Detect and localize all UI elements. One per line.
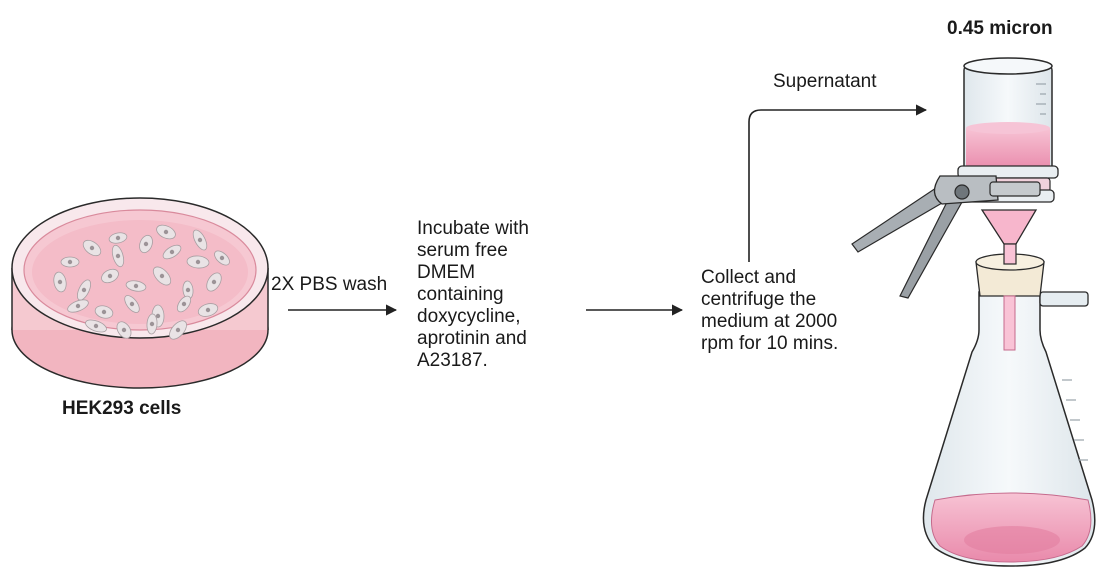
filter-flask-icon <box>922 253 1096 567</box>
cell-nucleus <box>159 273 165 279</box>
petri-dish-icon <box>11 197 269 389</box>
cell-nucleus <box>115 235 121 241</box>
arrow-icon <box>748 104 928 262</box>
cell-nucleus <box>175 327 181 333</box>
cell-icon <box>53 224 230 340</box>
cell-nucleus <box>143 241 149 247</box>
cell-nucleus <box>89 245 95 251</box>
cell-nucleus <box>107 273 113 279</box>
cell-nucleus <box>197 237 203 243</box>
clamp-icon <box>851 175 1041 299</box>
cell-nucleus <box>163 229 169 235</box>
cell-nucleus <box>129 301 135 307</box>
cell-nucleus <box>93 323 99 329</box>
petri-dish-label: HEK293 cells <box>62 398 182 419</box>
cell-nucleus <box>57 279 63 285</box>
cell-nucleus <box>155 313 161 319</box>
cell-nucleus <box>121 327 127 333</box>
cell-nucleus <box>211 279 217 285</box>
cell-nucleus <box>219 255 225 261</box>
cell-nucleus <box>181 301 187 307</box>
cell-nucleus <box>101 309 107 315</box>
cell-nucleus <box>75 303 81 309</box>
cell-nucleus <box>81 287 87 293</box>
incubate-label: Incubate with serum free DMEM containing… <box>417 218 529 371</box>
filter-label: 0.45 micron <box>947 18 1053 39</box>
cell-nucleus <box>195 259 201 265</box>
collect-label: Collect and centrifuge the medium at 200… <box>701 267 839 354</box>
filter-funnel-icon <box>957 57 1059 265</box>
cell-nucleus <box>185 287 191 293</box>
cell-nucleus <box>149 321 155 327</box>
wash-label: 2X PBS wash <box>271 274 388 295</box>
supernatant-label: Supernatant <box>773 71 877 92</box>
cell-nucleus <box>169 249 175 255</box>
cell-nucleus <box>205 307 211 313</box>
cell-nucleus <box>133 283 139 289</box>
cell-nucleus <box>115 253 121 259</box>
cell-nucleus <box>67 259 73 265</box>
